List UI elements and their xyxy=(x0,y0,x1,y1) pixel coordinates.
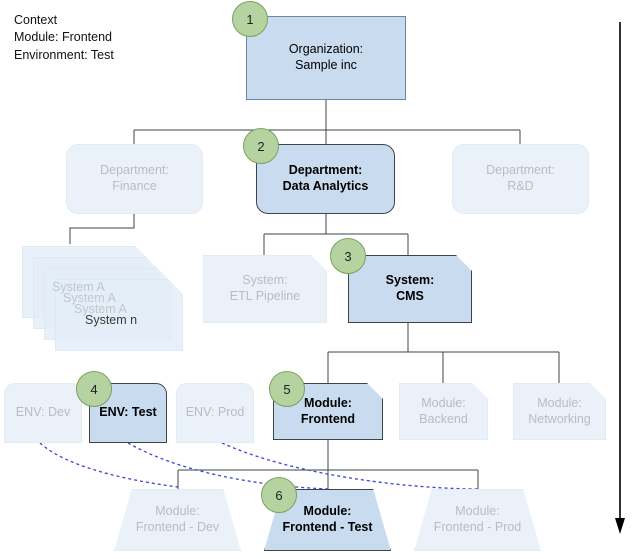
dashed-prod-link xyxy=(221,442,479,490)
badge-1-label: 1 xyxy=(246,11,254,27)
module-frontend-label-2: Frontend xyxy=(300,411,356,426)
node-department-finance[interactable]: Department: Finance xyxy=(66,144,203,214)
env-test-label: ENV: Test xyxy=(99,405,157,420)
department-data-analytics-label-1: Department: xyxy=(288,163,363,178)
node-module-frontend-prod[interactable]: Module: Frontend - Prod xyxy=(414,489,541,551)
department-finance-label-2: Finance xyxy=(112,179,157,193)
system-cms-label-2: CMS xyxy=(396,289,424,303)
env-dev-label: ENV: Dev xyxy=(15,405,71,420)
badge-3-label: 3 xyxy=(344,248,352,264)
badge-4-label: 4 xyxy=(90,381,98,397)
badge-3-system[interactable]: 3 xyxy=(330,238,366,274)
node-env-prod[interactable]: ENV: Prod xyxy=(176,383,254,443)
badge-6-module-instance[interactable]: 6 xyxy=(261,477,297,513)
module-frontend-prod-label-2: Frontend - Prod xyxy=(433,520,522,534)
system-etl-label-2: ETL Pipeline xyxy=(229,289,301,303)
badge-6-label: 6 xyxy=(275,487,283,503)
module-backend-label-2: Backend xyxy=(419,411,468,426)
context-title: Context xyxy=(14,13,58,27)
node-system-etl-pipeline[interactable]: System: ETL Pipeline xyxy=(203,255,327,323)
dashed-dev-link xyxy=(39,442,179,488)
module-frontend-dev-label-2: Frontend - Dev xyxy=(135,520,220,534)
system-stack-label-1: System A xyxy=(52,280,105,294)
organization-label-2: Sample inc xyxy=(295,58,357,72)
module-frontend-test-label-1: Module: xyxy=(303,504,352,519)
node-module-frontend-test[interactable]: Module: Frontend - Test xyxy=(264,489,391,551)
badge-2-department[interactable]: 2 xyxy=(243,128,279,164)
node-system-cms[interactable]: System: CMS xyxy=(348,255,472,323)
node-department-data-analytics[interactable]: Department: Data Analytics xyxy=(256,144,395,214)
organization-label-1: Organization: xyxy=(288,42,364,57)
module-networking-label-1: Module: xyxy=(537,395,582,410)
badge-2-label: 2 xyxy=(257,138,265,154)
department-rnd-label-2: R&D xyxy=(507,179,534,193)
node-env-dev[interactable]: ENV: Dev xyxy=(4,383,82,443)
node-module-backend[interactable]: Module: Backend xyxy=(399,383,488,440)
node-department-rnd[interactable]: Department: R&D xyxy=(452,144,589,214)
module-frontend-dev-label-1: Module: xyxy=(155,504,200,519)
badge-5-label: 5 xyxy=(283,381,291,397)
system-cms-label-1: System: xyxy=(385,273,435,288)
context-environment-line: Environment: Test xyxy=(14,47,114,62)
system-stack-label-3: System A xyxy=(74,302,127,316)
node-module-frontend-dev[interactable]: Module: Frontend - Dev xyxy=(114,489,241,551)
dashed-test-link xyxy=(127,442,329,490)
module-backend-label-1: Module: xyxy=(421,395,466,410)
env-prod-label: ENV: Prod xyxy=(185,405,245,420)
node-env-test[interactable]: ENV: Test xyxy=(89,383,167,443)
flow-direction-arrow xyxy=(615,22,625,534)
link-finance-to-stack xyxy=(69,214,135,244)
badge-1-organization[interactable]: 1 xyxy=(232,1,268,37)
system-stack-label-2: System A xyxy=(63,291,116,305)
node-organization[interactable]: Organization: Sample inc xyxy=(246,16,406,100)
system-etl-label-1: System: xyxy=(242,273,288,288)
module-frontend-prod-label-1: Module: xyxy=(455,504,500,519)
node-module-networking[interactable]: Module: Networking xyxy=(513,383,606,440)
context-panel: Context Module: Frontend Environment: Te… xyxy=(14,12,114,64)
context-module-line: Module: Frontend xyxy=(14,30,112,45)
system-stack-card-4 xyxy=(55,279,183,351)
module-networking-label-2: Networking xyxy=(528,411,591,426)
badge-5-module[interactable]: 5 xyxy=(269,371,305,407)
badge-4-environment[interactable]: 4 xyxy=(76,371,112,407)
system-stack-label-4: System n xyxy=(85,313,138,327)
department-finance-label-1: Department: xyxy=(100,163,169,178)
env-to-instance-dashed-links xyxy=(39,442,479,490)
department-rnd-label-1: Department: xyxy=(486,163,555,178)
department-data-analytics-label-2: Data Analytics xyxy=(282,179,369,193)
module-frontend-test-label-2: Frontend - Test xyxy=(282,520,373,534)
module-frontend-label-1: Module: xyxy=(304,395,352,410)
